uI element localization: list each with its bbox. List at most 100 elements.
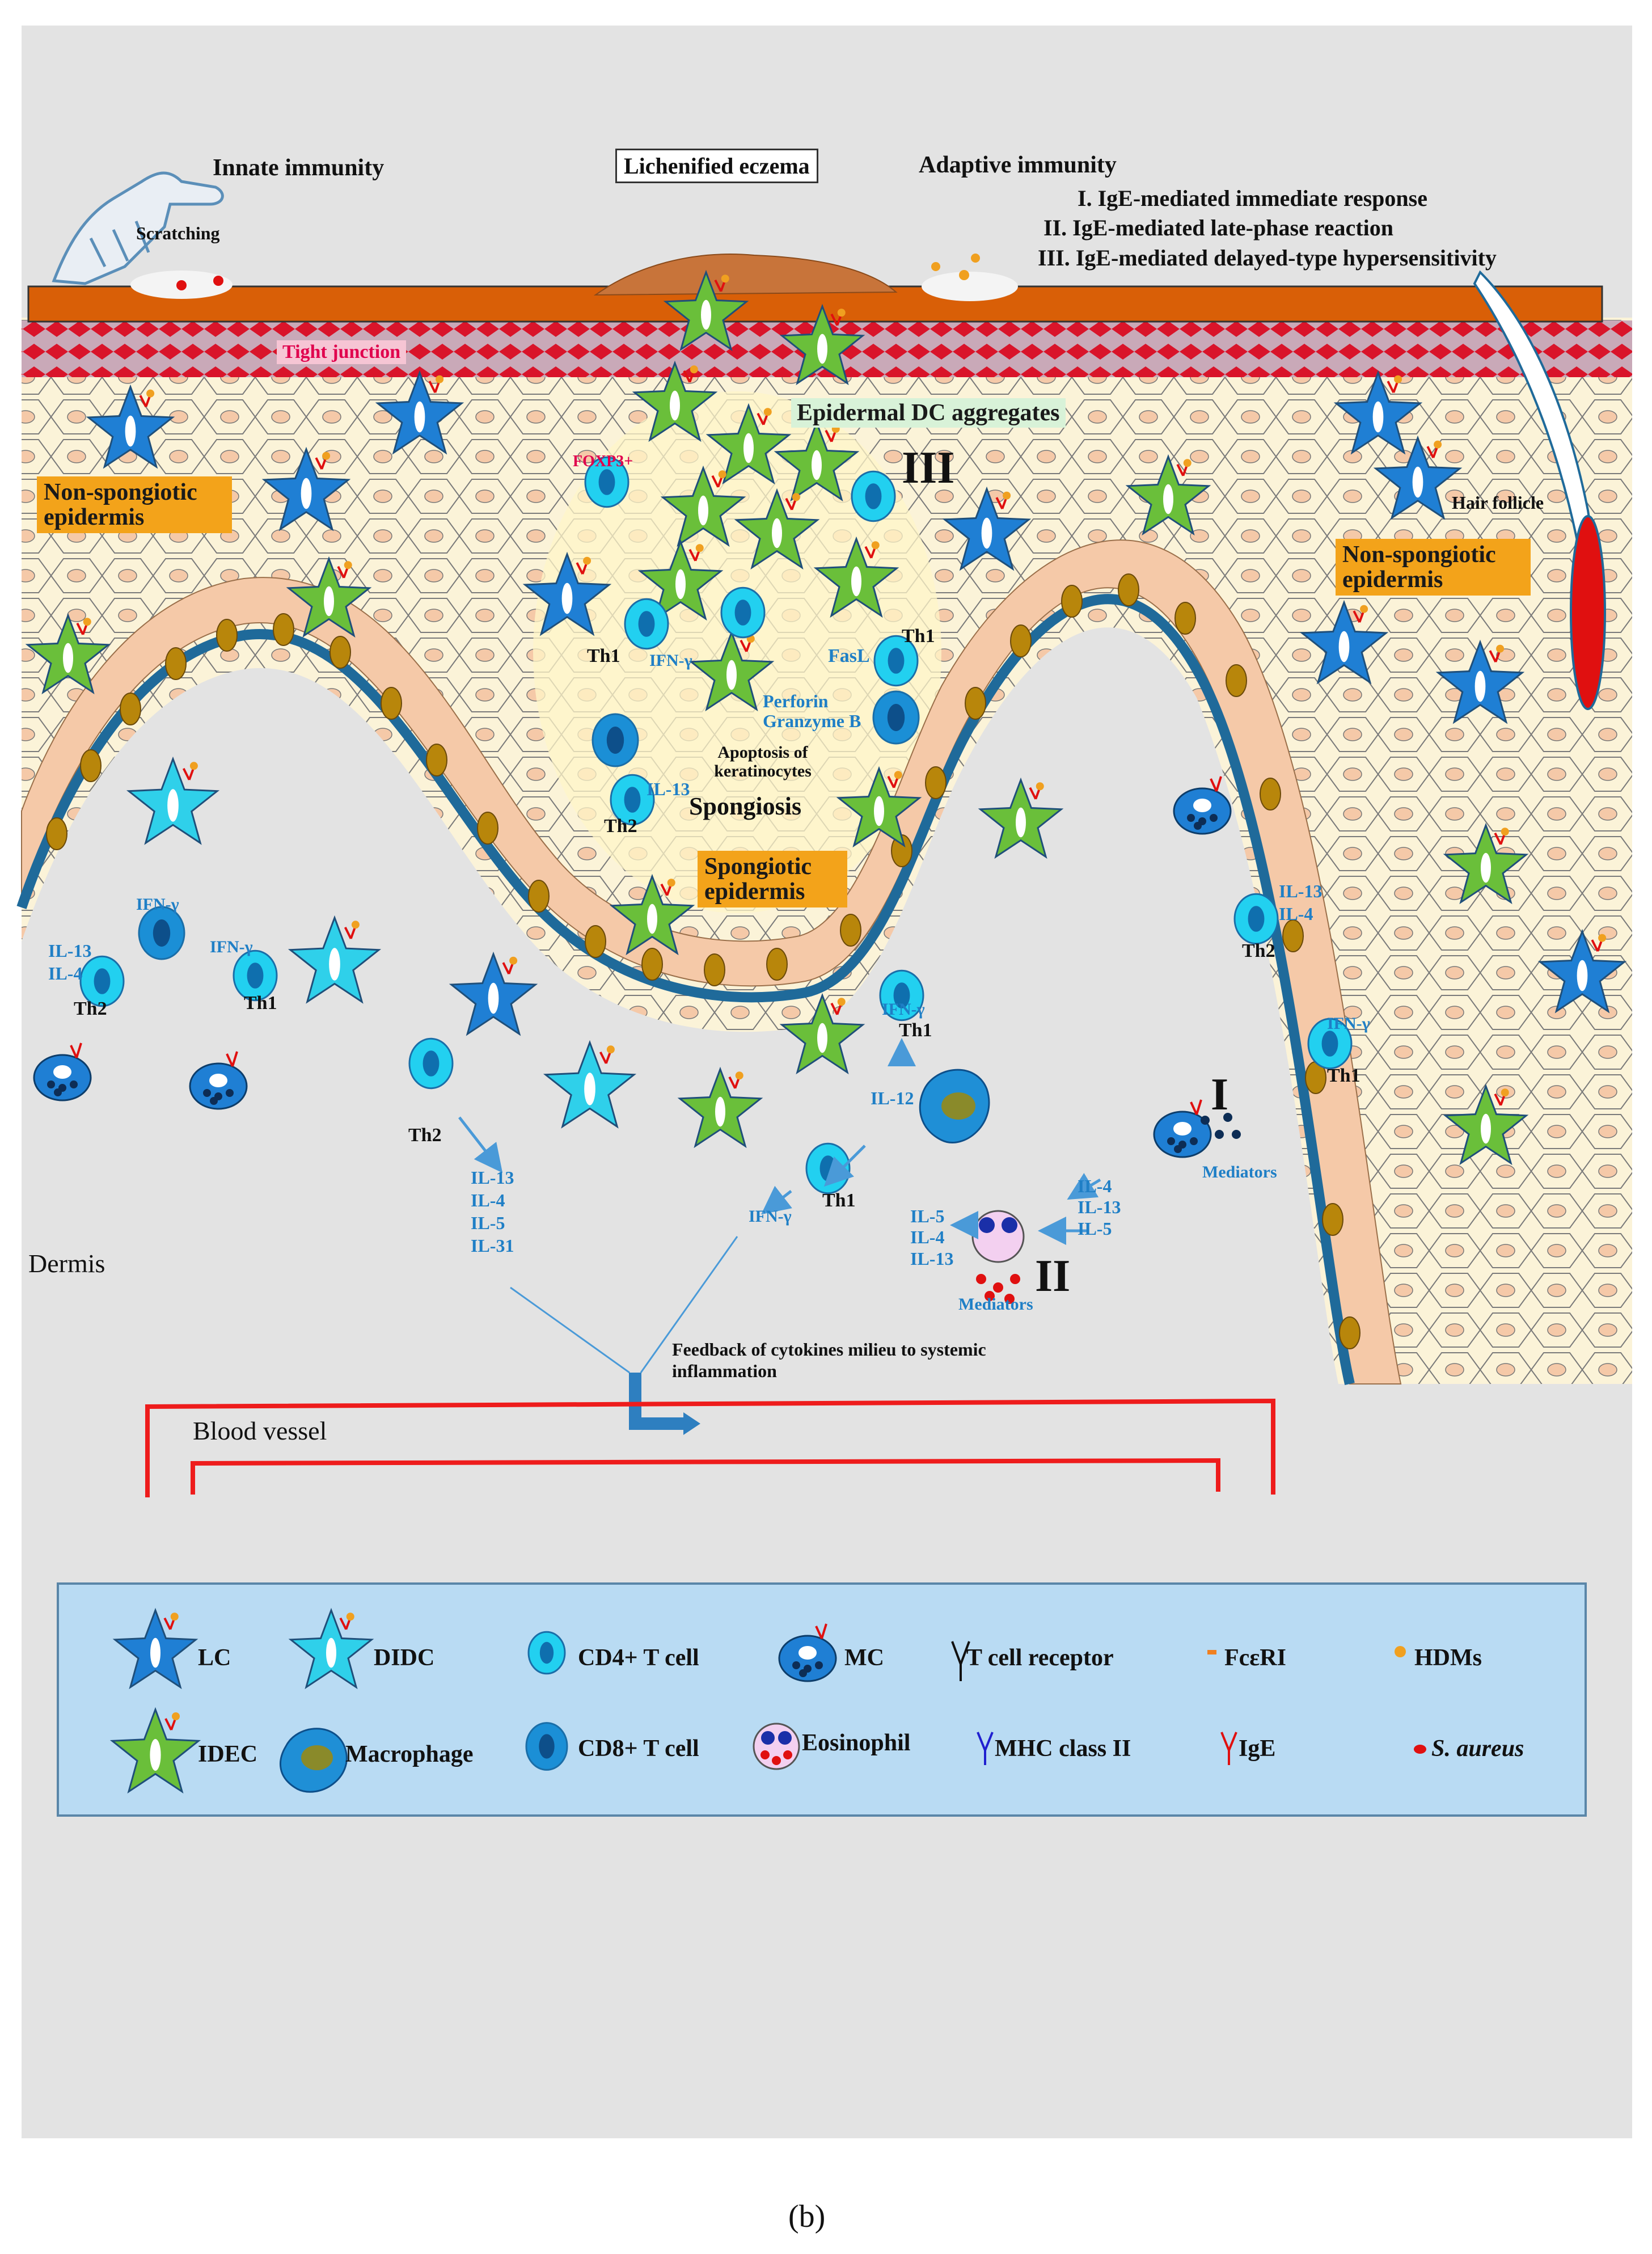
roman-one-label: I (1211, 1070, 1229, 1120)
legend-icon-cd8 (525, 1722, 568, 1771)
feedback-arrow (629, 1373, 686, 1430)
idec-star-13 (779, 993, 865, 1075)
idec-star-9 (688, 630, 775, 712)
lc-star-6 (1373, 435, 1463, 520)
il4-label-mc: IL-4 (1078, 1176, 1112, 1196)
legend-cd4: CD4+ T cell (578, 1645, 699, 1671)
legend-ige: IgE (1239, 1736, 1276, 1762)
il5-label-dermis: IL-5 (471, 1213, 505, 1233)
il5-label-mc: IL-5 (1078, 1218, 1112, 1239)
cd8-t-cell-1 (591, 713, 639, 767)
cd4-t-cell-0 (584, 456, 629, 508)
granzyme-label: Granzyme B (763, 711, 861, 731)
foxp3-label: FOXP3+ (573, 453, 633, 470)
legend-icon-ige (1220, 1732, 1237, 1765)
basement-membrane (16, 594, 1355, 1385)
cd4-t-cell-7 (233, 949, 278, 1002)
feedback-label: Feedback of cytokines milieu to systemic… (672, 1339, 986, 1382)
lichenified-eczema-label: Lichenified eczema (615, 149, 818, 183)
ifn-label-right: IFN-γ (1327, 1014, 1370, 1033)
innate-immunity-label: Innate immunity (213, 155, 385, 181)
cd4-t-cell-4 (873, 635, 919, 687)
il13-label-mc: IL-13 (1078, 1197, 1121, 1217)
cd4-t-cell-6 (79, 955, 125, 1007)
idec-star-3 (705, 403, 792, 485)
legend-icon-didc (288, 1607, 374, 1690)
idec-star-0 (663, 269, 749, 352)
panel-caption: (b) (788, 2199, 826, 2234)
apoptosis-label: Apoptosis of keratinocytes (714, 743, 812, 780)
idec-star-4 (774, 420, 860, 502)
legend-fceri: FcεRI (1224, 1645, 1286, 1671)
adaptive-item-1: I. IgE-mediated immediate response (1078, 185, 1427, 211)
mediators-label-1: Mediators (1202, 1163, 1277, 1181)
scratching-label: Scratching (136, 223, 220, 243)
legend-icon-eosinophil (753, 1723, 800, 1770)
legend: LC DIDC CD4+ T cell MC T cell receptor F… (57, 1582, 1587, 1817)
cd4-t-cell-12 (1307, 1018, 1353, 1070)
legend-didc: DIDC (374, 1645, 435, 1671)
idec-star-12 (609, 873, 695, 956)
legend-eosinophil: Eosinophil (802, 1730, 911, 1756)
dermis-label: Dermis (28, 1249, 105, 1278)
idec-star-16 (286, 556, 372, 638)
idec-star-7 (637, 539, 724, 621)
epidermal-dc-label: Epidermal DC aggregates (791, 398, 1066, 428)
th1-label-dermis: Th1 (822, 1190, 856, 1211)
legend-icon-fceri (1207, 1650, 1216, 1654)
legend-idec: IDEC (198, 1741, 258, 1767)
il13-label-right: IL-13 (1279, 881, 1323, 901)
legend-icon-macrophage (279, 1728, 348, 1793)
idec-star-11 (978, 777, 1064, 859)
fasl-label: FasL (828, 645, 870, 666)
idec-star-10 (836, 766, 922, 848)
idec-star-2 (632, 360, 718, 442)
legend-cd8: CD8+ T cell (578, 1736, 699, 1762)
lc-star-4 (942, 486, 1032, 571)
ifn-label-1: IFN-γ (649, 651, 692, 670)
immune-cells (33, 456, 1353, 1304)
lc-star-5 (1333, 370, 1423, 455)
roman-two-label: II (1035, 1251, 1071, 1301)
non-spongiotic-right-label: Non-spongiotic epidermis (1336, 539, 1531, 596)
th1-label-2: Th1 (902, 626, 935, 647)
idec-star-19 (1443, 1083, 1529, 1166)
didc-star-2 (543, 1040, 637, 1129)
lc-star-8 (1435, 639, 1525, 724)
lc-star-3 (522, 551, 612, 636)
scratching-hand (52, 171, 224, 285)
blood-vessel-outer (145, 1398, 1275, 1497)
blood-vessel-label: Blood vessel (193, 1416, 327, 1445)
cd4-t-cell-5 (610, 774, 655, 826)
il4-label-dermis: IL-4 (471, 1190, 505, 1210)
legend-icon-tcr (951, 1641, 970, 1681)
ifn-label-spongiotic: IFN-γ (882, 1000, 925, 1019)
mast-cell-2 (1173, 776, 1232, 835)
cd4-t-cell-2 (624, 598, 669, 650)
mediators-label-2: Mediators (958, 1295, 1033, 1314)
mast-cell-0 (33, 1042, 92, 1101)
legend-hdms: HDMs (1414, 1645, 1482, 1671)
il13-label-eos: IL-13 (910, 1248, 954, 1269)
adaptive-item-2: II. IgE-mediated late-phase reaction (1043, 215, 1393, 240)
th2-label-spongiosis: Th2 (604, 816, 637, 837)
mast-cell-3 (1153, 1099, 1212, 1158)
perforin-label: Perforin (763, 691, 829, 711)
legend-macrophage: Macrophage (345, 1741, 474, 1767)
legend-icon-lc (112, 1607, 198, 1690)
lichenified-crust (593, 254, 898, 296)
basal-nuclei (46, 573, 1361, 1349)
spongiotic-label: Spongiotic epidermis (698, 851, 847, 908)
cd4-t-cell-3 (720, 586, 766, 639)
dendritic-cells (25, 269, 1627, 1166)
il13-label-left: IL-13 (48, 940, 92, 961)
idec-star-6 (734, 488, 820, 570)
legend-icons (109, 1607, 1426, 1794)
cd4-t-cell-10 (879, 969, 924, 1022)
macrophage (919, 1069, 990, 1143)
legend-icon-mhc (977, 1732, 994, 1765)
th1-label-left: Th1 (244, 993, 277, 1014)
legend-tcr: T cell receptor (966, 1645, 1114, 1671)
adaptive-item-3: III. IgE-mediated delayed-type hypersens… (1038, 245, 1497, 271)
